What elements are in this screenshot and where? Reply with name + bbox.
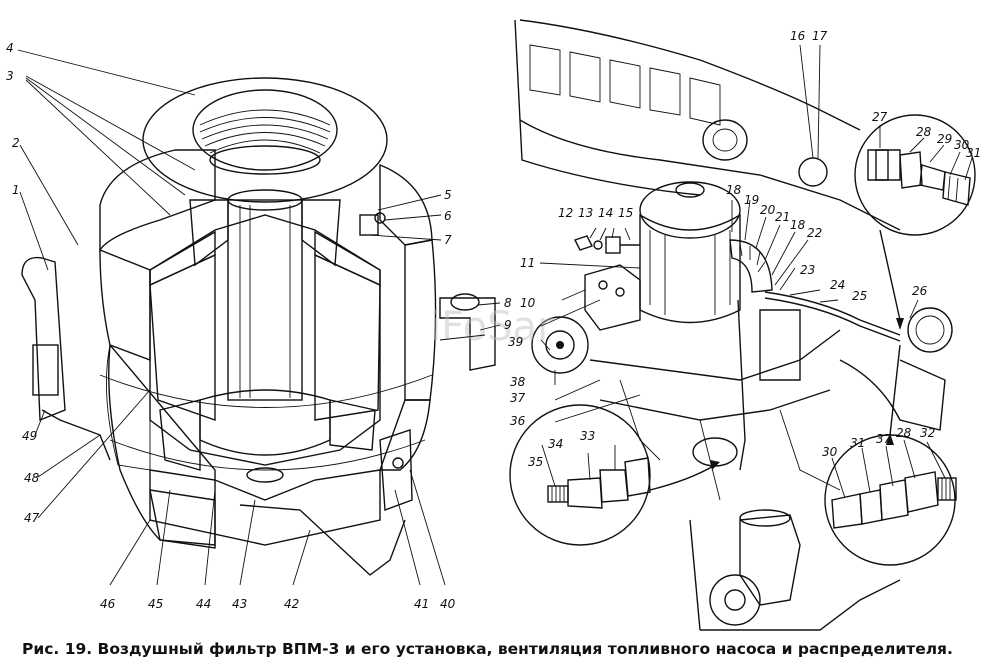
part-label: 18 (726, 183, 742, 197)
part-label: 31 (966, 146, 981, 160)
figure-caption: Рис. 19. Воздушный фильтр ВПМ-3 и его ус… (22, 640, 953, 658)
part-label: 20 (760, 203, 776, 217)
part-label: 5 (444, 188, 452, 202)
part-label: 19 (744, 193, 759, 207)
part-label: 36 (510, 414, 526, 428)
part-label: 6 (444, 209, 452, 223)
part-label: 8 (504, 296, 512, 310)
leader-lines (17, 44, 973, 586)
part-label: 29 (937, 132, 952, 146)
connector-detail-bottom-left (547, 457, 651, 509)
connector-detail-bottom-right (831, 471, 957, 529)
part-label: 15 (618, 206, 633, 220)
part-label: 37 (510, 391, 526, 405)
air-filter-assembly (21, 77, 496, 576)
part-label: 12 (558, 206, 573, 220)
part-label: 47 (24, 511, 40, 525)
part-label: 3 (6, 69, 14, 83)
part-label: 23 (800, 263, 815, 277)
part-label: 46 (100, 597, 116, 611)
part-label: 18 (790, 218, 806, 232)
part-label: 11 (520, 256, 535, 270)
part-label: 22 (807, 226, 822, 240)
installation-view (509, 19, 976, 631)
part-label: 28 (916, 125, 932, 139)
part-label: 28 (896, 426, 912, 440)
part-label: 40 (440, 597, 456, 611)
part-label: 35 (528, 455, 543, 469)
part-label: 37 (876, 432, 892, 446)
part-label: 27 (872, 110, 888, 124)
part-label: 30 (954, 138, 970, 152)
part-label: 48 (24, 471, 40, 485)
part-label: 14 (598, 206, 613, 220)
part-number-labels: 4 3 2 1 5 6 7 8 9 39 49 48 47 46 45 44 4… (6, 29, 981, 611)
part-label: 1 (12, 183, 20, 197)
part-label: 43 (232, 597, 247, 611)
part-label: 17 (812, 29, 828, 43)
part-label: 44 (196, 597, 211, 611)
part-label: 13 (578, 206, 593, 220)
part-label: 2 (12, 136, 20, 150)
part-label: 24 (830, 278, 845, 292)
part-label: 33 (580, 429, 595, 443)
part-label: 21 (775, 210, 790, 224)
part-label: 49 (22, 429, 37, 443)
part-label: 9 (504, 318, 512, 332)
connector-detail-top (867, 149, 971, 206)
part-label: 32 (920, 426, 935, 440)
part-label: 4 (6, 41, 14, 55)
part-label: 16 (790, 29, 806, 43)
part-label: 25 (852, 289, 867, 303)
part-label: 45 (148, 597, 163, 611)
part-label: 38 (510, 375, 526, 389)
part-label: 39 (508, 335, 523, 349)
part-label: 26 (912, 284, 928, 298)
part-label: 41 (414, 597, 429, 611)
part-label: 42 (284, 597, 299, 611)
part-label: 31 (850, 436, 865, 450)
part-label: 34 (548, 437, 563, 451)
part-label: 10 (520, 296, 536, 310)
part-label: 7 (444, 233, 452, 247)
part-label: 30 (822, 445, 838, 459)
